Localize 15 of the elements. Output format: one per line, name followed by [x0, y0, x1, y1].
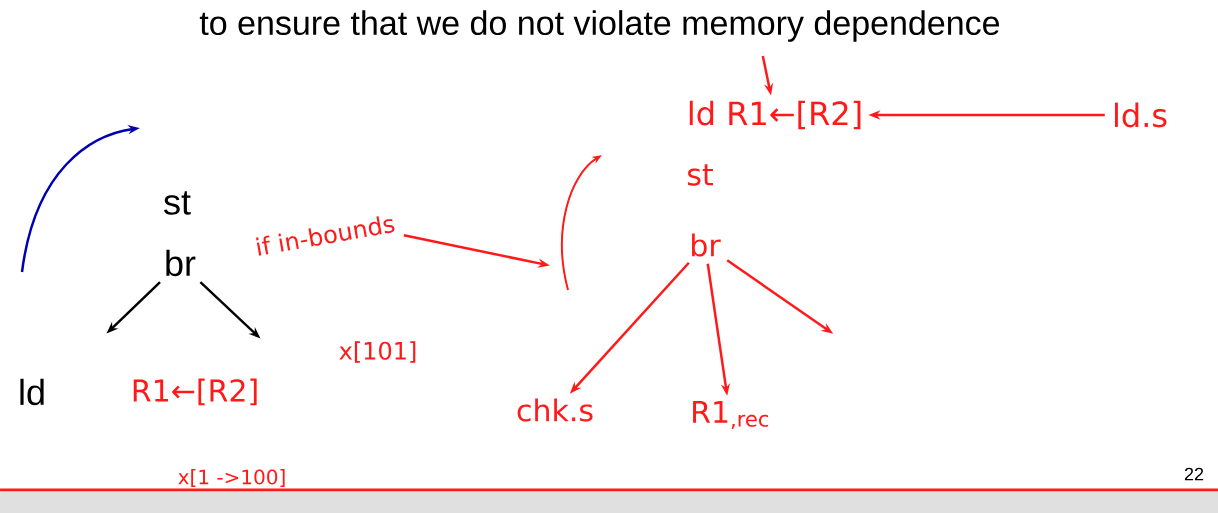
handwritten-text: chk.s: [517, 398, 593, 422]
handwritten-text: ld R1←[R2]: [689, 100, 861, 130]
handwritten-text: st: [687, 164, 713, 186]
instruction-text: br: [166, 249, 196, 277]
handwritten-text: br: [692, 233, 721, 257]
handwritten-note: x[1 ->100]: [178, 469, 285, 487]
instruction-text: ld: [20, 378, 44, 406]
handwritten-text: R1$_{,rec}$: [693, 400, 769, 429]
handwritten-note: x[101]: [339, 341, 416, 363]
handwritten-text: if in-bounds: [256, 216, 395, 256]
instruction-text: st: [164, 191, 191, 215]
slide-text: to ensure that we do not violate memory dependence: [199, 10, 1000, 42]
handwritten-note: R1←[R2]: [133, 378, 257, 406]
page-number: 22: [1184, 467, 1204, 481]
handwritten-text: ld.s: [1115, 102, 1167, 128]
